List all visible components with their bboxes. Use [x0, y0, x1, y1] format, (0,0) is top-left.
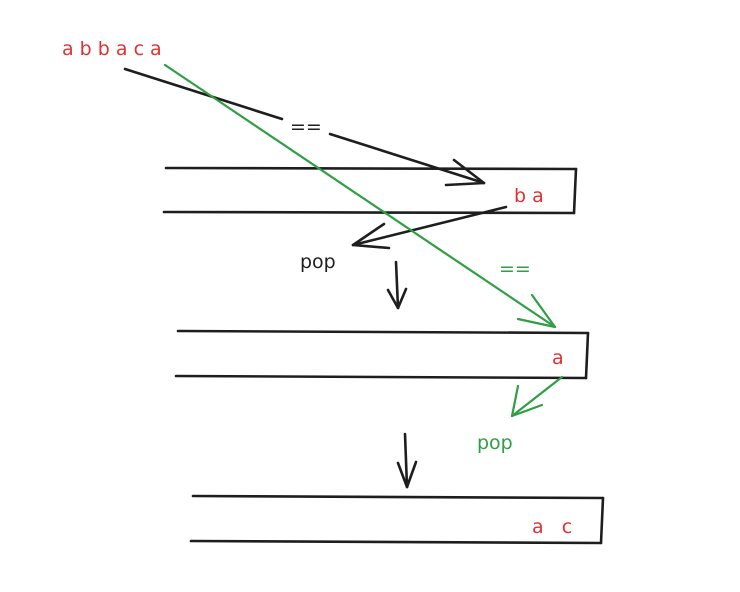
compare-arrow-green	[163, 63, 557, 329]
stack-2	[174, 329, 590, 380]
compare-arrow-black	[123, 67, 486, 187]
pop-label-black: pop	[300, 251, 336, 273]
stack-1-contents: b a	[514, 185, 544, 207]
stack-1	[162, 166, 578, 215]
input-string: a b b a c a	[62, 38, 162, 60]
pop-arrow-black	[351, 205, 508, 250]
pop-arrow-green	[510, 375, 564, 418]
down-arrow-2	[396, 432, 418, 489]
compare-label-green: ==	[499, 258, 531, 280]
stack-2-contents: a	[552, 347, 564, 369]
compare-label-black: ==	[290, 116, 322, 138]
stack-3-contents: a c	[532, 516, 572, 538]
pop-label-green: pop	[477, 432, 513, 454]
stack-3	[189, 494, 605, 545]
down-arrow-1	[386, 260, 408, 310]
